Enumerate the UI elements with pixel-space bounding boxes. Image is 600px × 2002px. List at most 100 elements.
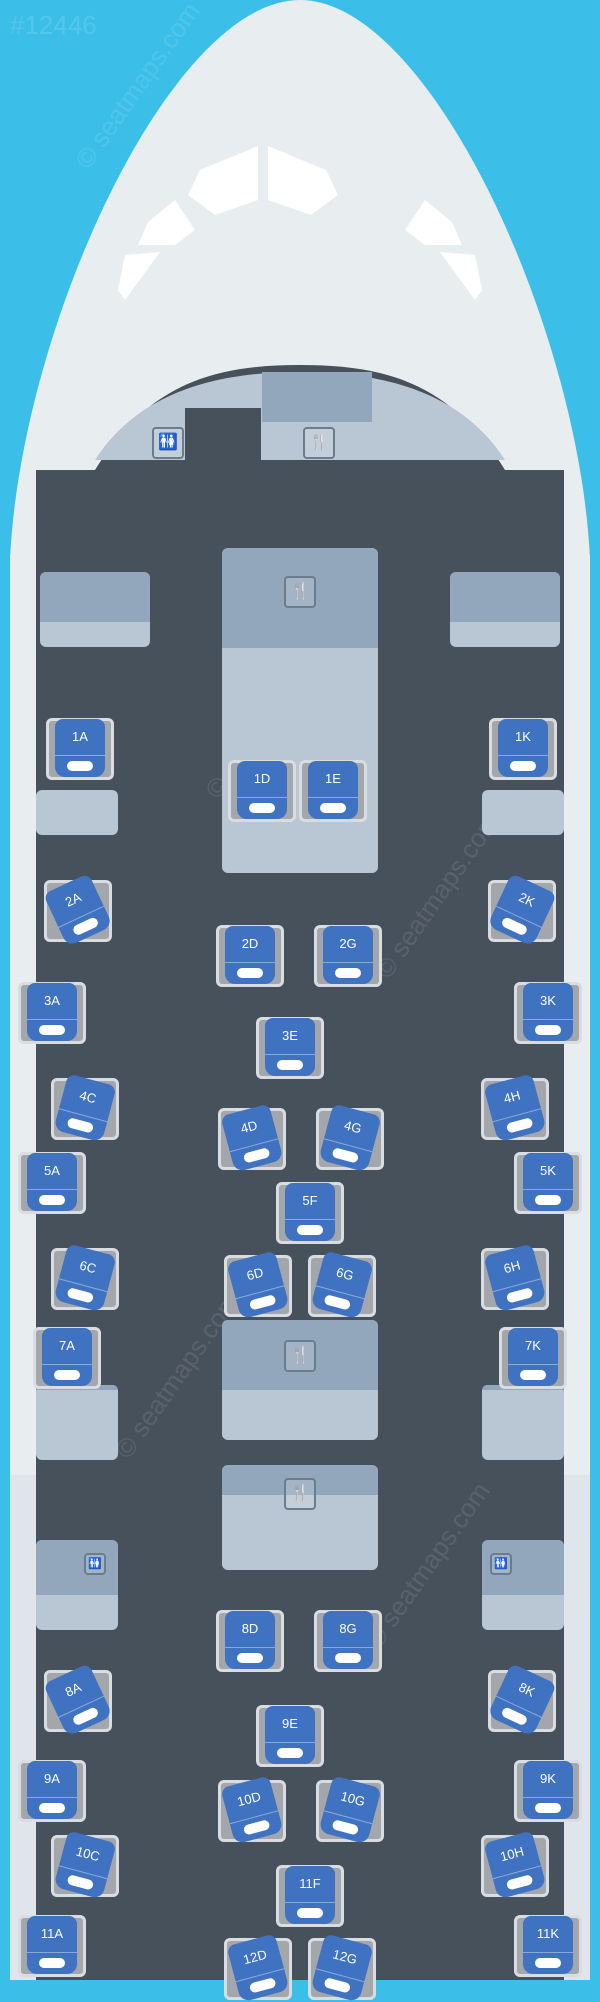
seat-1e[interactable]: 1E bbox=[308, 761, 358, 819]
seat-cushion bbox=[249, 803, 275, 813]
seat-3k[interactable]: 3K bbox=[523, 983, 573, 1041]
seat-7k[interactable]: 7K bbox=[508, 1328, 558, 1386]
seat-8g[interactable]: 8G bbox=[323, 1611, 373, 1669]
seat-label: 6C bbox=[78, 1257, 98, 1277]
seat-label: 4D bbox=[239, 1117, 259, 1137]
suite-1k-base bbox=[482, 790, 564, 835]
seat-label: 6D bbox=[245, 1264, 265, 1284]
seat-cushion bbox=[66, 1287, 95, 1304]
lavatory-icon: 🚻 bbox=[152, 427, 184, 459]
seat-1d[interactable]: 1D bbox=[237, 761, 287, 819]
seat-cushion bbox=[67, 761, 93, 771]
seat-3e[interactable]: 3E bbox=[265, 1018, 315, 1076]
seat-label: 12G bbox=[331, 1946, 359, 1968]
seat-cushion bbox=[297, 1908, 323, 1918]
lavatory-icon: 🚻 bbox=[84, 1553, 106, 1575]
seat-label: 6G bbox=[334, 1264, 356, 1284]
seat-2d[interactable]: 2D bbox=[225, 926, 275, 984]
seat-label: 2D bbox=[241, 936, 259, 951]
seat-cushion bbox=[505, 1117, 534, 1134]
seat-label: 5K bbox=[540, 1163, 556, 1178]
seat-cushion bbox=[510, 761, 536, 771]
seat-label: 10H bbox=[498, 1843, 526, 1865]
seat-5a[interactable]: 5A bbox=[27, 1153, 77, 1211]
seat-label: 3A bbox=[44, 993, 60, 1008]
seat-label: 5A bbox=[44, 1163, 60, 1178]
seat-label: 4H bbox=[502, 1087, 522, 1107]
cockpit-windows bbox=[118, 146, 482, 300]
seat-cushion bbox=[535, 1195, 561, 1205]
seat-8d[interactable]: 8D bbox=[225, 1611, 275, 1669]
suite-1a-base bbox=[36, 790, 118, 835]
seat-cushion bbox=[335, 968, 361, 978]
seat-5k[interactable]: 5K bbox=[523, 1153, 573, 1211]
seat-label: 8G bbox=[339, 1621, 357, 1636]
lavatory-left bbox=[36, 1540, 118, 1630]
seat-label: 11F bbox=[299, 1876, 321, 1891]
seat-1k[interactable]: 1K bbox=[498, 719, 548, 777]
seat-label: 6H bbox=[502, 1257, 522, 1277]
galley-icon: 🍴 bbox=[284, 576, 316, 608]
seat-cushion bbox=[242, 1819, 271, 1836]
seat-cushion bbox=[323, 1294, 352, 1311]
seat-label: 9K bbox=[540, 1771, 556, 1786]
seat-3a[interactable]: 3A bbox=[27, 983, 77, 1041]
closet-right bbox=[450, 572, 560, 647]
seat-11a[interactable]: 11A bbox=[27, 1916, 77, 1974]
seat-label: 1A bbox=[72, 729, 88, 744]
galley-2 bbox=[222, 1320, 378, 1440]
seat-label: 9A bbox=[44, 1771, 60, 1786]
seat-cushion bbox=[505, 1874, 534, 1891]
seat-label: 1K bbox=[515, 729, 531, 744]
seat-label: 5F bbox=[302, 1193, 318, 1208]
seat-cushion bbox=[66, 1874, 95, 1891]
seat-7a[interactable]: 7A bbox=[42, 1328, 92, 1386]
suite-7k-base bbox=[482, 1385, 564, 1460]
seat-cushion bbox=[39, 1025, 65, 1035]
seat-cushion bbox=[335, 1653, 361, 1663]
seat-label: 10G bbox=[339, 1788, 367, 1810]
seat-11k[interactable]: 11K bbox=[523, 1916, 573, 1974]
seat-cushion bbox=[39, 1958, 65, 1968]
seat-label: 10C bbox=[74, 1843, 102, 1865]
seat-label: 2G bbox=[339, 936, 357, 951]
seat-9e[interactable]: 9E bbox=[265, 1706, 315, 1764]
seat-cushion bbox=[66, 1117, 95, 1134]
seat-cushion bbox=[331, 1147, 360, 1164]
seat-label: 11A bbox=[40, 1926, 64, 1941]
seat-label: 1D bbox=[253, 771, 271, 786]
seat-cushion bbox=[520, 1370, 546, 1380]
seat-label: 3K bbox=[540, 993, 556, 1008]
seat-cushion bbox=[535, 1803, 561, 1813]
seat-cushion bbox=[535, 1958, 561, 1968]
galley-3 bbox=[222, 1465, 378, 1570]
seat-cushion bbox=[505, 1287, 534, 1304]
seat-cushion bbox=[535, 1025, 561, 1035]
seat-label: 7A bbox=[59, 1338, 75, 1353]
seat-label: 1E bbox=[325, 771, 341, 786]
seat-2g[interactable]: 2G bbox=[323, 926, 373, 984]
seat-cushion bbox=[277, 1748, 303, 1758]
seat-1a[interactable]: 1A bbox=[55, 719, 105, 777]
seat-11f[interactable]: 11F bbox=[285, 1866, 335, 1924]
suite-7a-base bbox=[36, 1385, 118, 1460]
seat-cushion bbox=[39, 1803, 65, 1813]
seat-cushion bbox=[54, 1370, 80, 1380]
seat-label: 4C bbox=[78, 1087, 98, 1107]
seat-cushion bbox=[248, 1294, 277, 1311]
seat-cushion bbox=[242, 1147, 271, 1164]
seat-cushion bbox=[331, 1819, 360, 1836]
seat-label: 4G bbox=[342, 1117, 364, 1137]
lavatory-icon: 🚻 bbox=[490, 1553, 512, 1575]
seat-label: 7K bbox=[525, 1338, 541, 1353]
seat-cushion bbox=[297, 1225, 323, 1235]
seat-label: 9E bbox=[282, 1716, 298, 1731]
galley-icon: 🍴 bbox=[284, 1478, 316, 1510]
galley-icon: 🍴 bbox=[303, 427, 335, 459]
seat-label: 11K bbox=[536, 1926, 560, 1941]
seat-9a[interactable]: 9A bbox=[27, 1761, 77, 1819]
seat-5f[interactable]: 5F bbox=[285, 1183, 335, 1241]
seat-label: 12D bbox=[241, 1946, 269, 1968]
seat-9k[interactable]: 9K bbox=[523, 1761, 573, 1819]
seat-label: 10D bbox=[235, 1788, 263, 1810]
